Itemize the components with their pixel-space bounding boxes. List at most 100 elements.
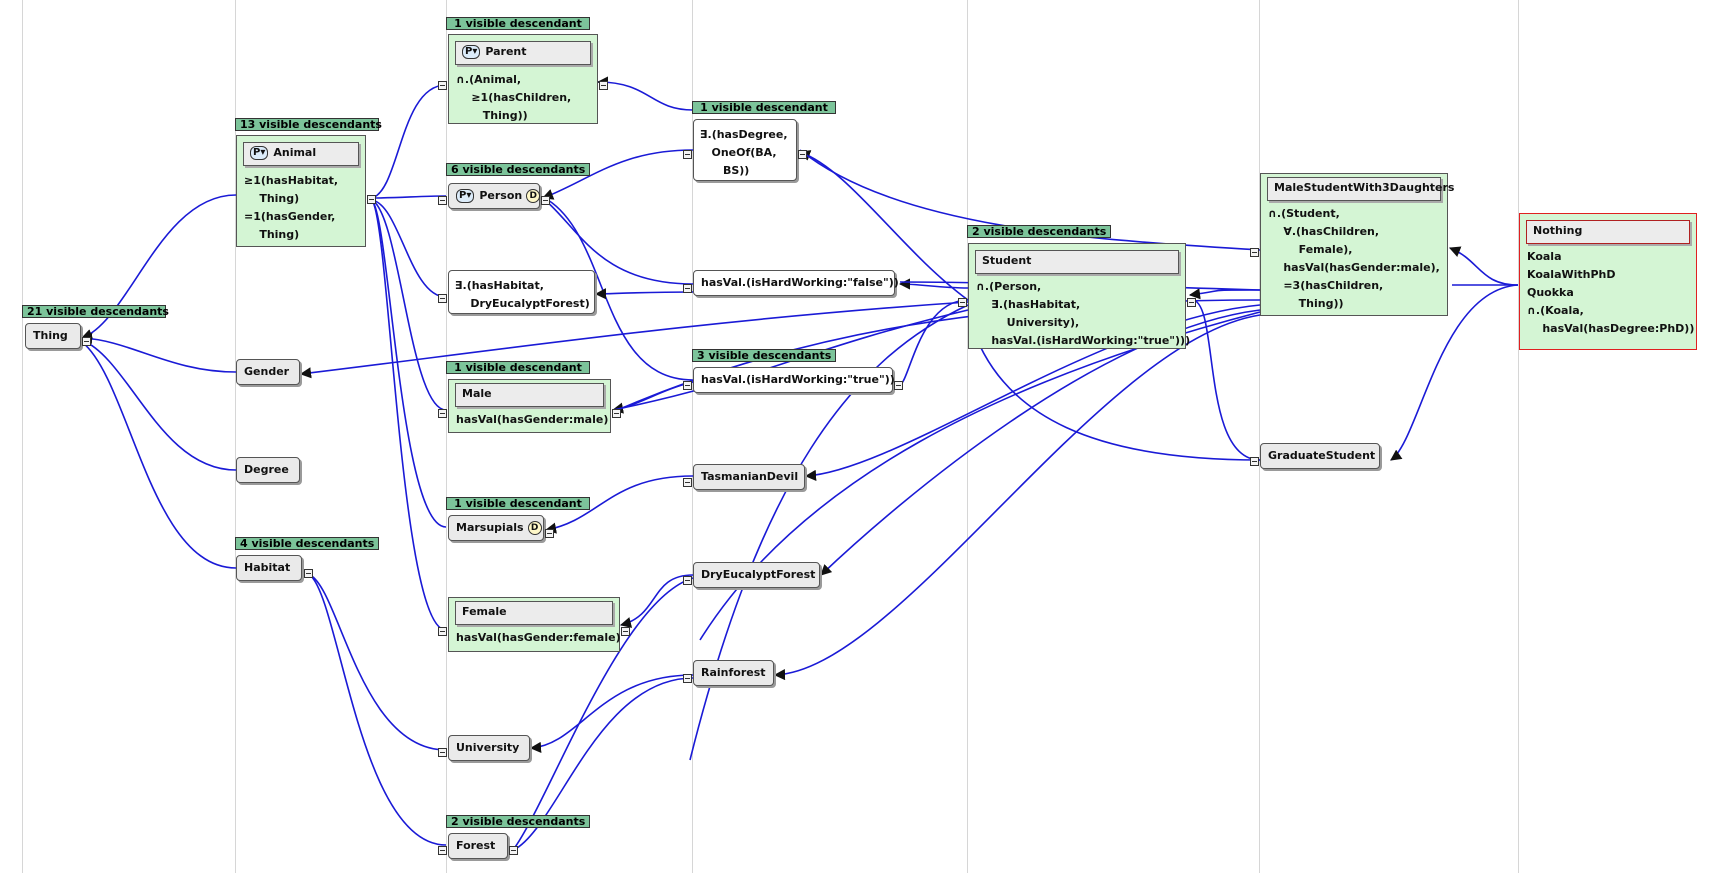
edge-student-university xyxy=(689,304,969,761)
expr-line: ∩.(Student, xyxy=(1268,207,1340,220)
node-male-student-with-3-daughters[interactable]: MaleStudentWith3Daughters ∩.(Student, ∀.… xyxy=(1260,173,1454,319)
collapse-toggle[interactable] xyxy=(438,409,447,418)
column-guide xyxy=(692,0,693,873)
collapse-toggle[interactable] xyxy=(798,150,807,159)
node-student[interactable]: Student ∩.(Person, ∃.(hasHabitat, Univer… xyxy=(968,243,1191,349)
descendants-badge: 4 visible descendants xyxy=(235,537,379,550)
expr-line: ∩.(Animal, xyxy=(456,73,522,86)
node-parent[interactable]: P▾Parent ∩.(Animal, ≥1(hasChildren, Thin… xyxy=(448,34,598,124)
expr-line: ∩.(Koala, xyxy=(1527,304,1584,317)
expr-line: hasVal(hasGender:female) xyxy=(456,631,621,644)
node-header: P▾Parent xyxy=(455,41,591,65)
expr-line: ∩.(Person, xyxy=(976,280,1042,293)
collapse-toggle[interactable] xyxy=(1250,248,1259,257)
node-hasval-false[interactable]: hasVal.(isHardWorking:"false")) xyxy=(693,270,899,296)
node-label: Person xyxy=(479,189,523,202)
collapse-toggle[interactable] xyxy=(612,409,621,418)
edge-hvfalse-person xyxy=(544,199,694,285)
node-tasmanian-devil[interactable]: TasmanianDevil xyxy=(693,464,805,490)
node-rainforest[interactable]: Rainforest xyxy=(693,660,774,686)
collapse-toggle[interactable] xyxy=(683,150,692,159)
edge-university-habitat xyxy=(309,574,447,751)
node-body: ∩.(Animal, ≥1(hasChildren, Thing)) xyxy=(449,69,597,131)
node-body: hasVal(hasGender:male) xyxy=(449,411,610,435)
expr-line: Thing)) xyxy=(456,109,528,122)
collapse-toggle[interactable] xyxy=(438,627,447,636)
node-hasval-true[interactable]: hasVal.(isHardWorking:"true")) xyxy=(693,367,895,393)
collapse-toggle[interactable] xyxy=(438,196,447,205)
node-female[interactable]: Female hasVal(hasGender:female) xyxy=(448,597,621,652)
collapse-toggle[interactable] xyxy=(621,627,630,636)
node-university[interactable]: University xyxy=(448,735,530,761)
edge-female-animal xyxy=(371,199,447,631)
collapse-toggle[interactable] xyxy=(958,298,967,307)
node-label: Parent xyxy=(485,45,527,58)
node-animal[interactable]: P▾Animal ≥1(hasHabitat, Thing) =1(hasGen… xyxy=(236,135,366,247)
edge-nothing-grad xyxy=(1390,284,1519,461)
node-forest[interactable]: Forest xyxy=(448,833,508,859)
collapse-toggle[interactable] xyxy=(438,294,447,303)
node-label: GraduateStudent xyxy=(1268,449,1376,462)
expr-line: =3(hasChildren, xyxy=(1268,279,1384,292)
node-header: Student xyxy=(975,250,1179,274)
collapse-toggle[interactable] xyxy=(438,748,447,757)
expr-line: ∃.(hasDegree, xyxy=(700,128,788,141)
node-degree[interactable]: Degree xyxy=(236,457,300,483)
collapse-toggle[interactable] xyxy=(545,529,554,538)
node-label: Degree xyxy=(244,463,289,476)
node-header: P▾Animal xyxy=(243,142,359,166)
expr-line: Koala xyxy=(1527,250,1562,263)
collapse-toggle[interactable] xyxy=(683,381,692,390)
node-male[interactable]: Male hasVal(hasGender:male) xyxy=(448,379,611,433)
node-body: ∩.(Student, ∀.(hasChildren, Female), has… xyxy=(1261,205,1447,319)
collapse-toggle[interactable] xyxy=(438,846,447,855)
node-label: MaleStudentWith3Daughters xyxy=(1274,181,1455,194)
edge-exdegree-person xyxy=(541,149,694,200)
node-gender[interactable]: Gender xyxy=(236,359,300,385)
collapse-toggle[interactable] xyxy=(599,81,608,90)
column-guide xyxy=(1518,0,1519,873)
node-exists-habitat-dry[interactable]: ∃.(hasHabitat, DryEucalyptForest) xyxy=(448,270,595,314)
edge-msw3d-dryeuc xyxy=(820,309,1261,576)
collapse-toggle[interactable] xyxy=(82,337,91,346)
expr-line: ∃.(hasHabitat, xyxy=(455,279,544,292)
node-label: Male xyxy=(462,387,492,400)
edge-person-animal xyxy=(371,195,447,199)
node-graduate-student[interactable]: GraduateStudent xyxy=(1260,443,1380,469)
expr-line: ∃.(hasHabitat, xyxy=(976,298,1081,311)
collapse-toggle[interactable] xyxy=(1187,298,1196,307)
expr-line: hasVal(hasGender:male), xyxy=(1268,261,1440,274)
node-nothing[interactable]: Nothing Koala KoalaWithPhD Quokka ∩.(Koa… xyxy=(1519,213,1697,350)
collapse-toggle[interactable] xyxy=(304,569,313,578)
collapse-toggle[interactable] xyxy=(894,381,903,390)
edge-msw3d-rainforest xyxy=(773,314,1261,681)
collapse-toggle[interactable] xyxy=(683,478,692,487)
collapse-toggle[interactable] xyxy=(683,576,692,585)
edge-rainforest-forest xyxy=(516,677,694,849)
node-habitat[interactable]: Habitat xyxy=(236,555,302,581)
expr-line: OneOf(BA, xyxy=(700,146,777,159)
edge-msw3d-tasmanian xyxy=(804,304,1261,481)
node-header: MaleStudentWith3Daughters xyxy=(1267,177,1454,201)
expr-line: KoalaWithPhD xyxy=(1527,268,1616,281)
edge-dryeuc-female xyxy=(619,574,694,628)
expr-line: hasVal.(isHardWorking:"true"))) xyxy=(976,334,1191,347)
node-exists-degree[interactable]: ∃.(hasDegree, OneOf(BA, BS)) xyxy=(693,119,797,181)
collapse-toggle[interactable] xyxy=(683,284,692,293)
edge-forest-habitat xyxy=(309,574,447,846)
collapse-toggle[interactable] xyxy=(509,846,518,855)
expr-line: =1(hasGender, xyxy=(244,210,336,223)
node-header: Male xyxy=(455,383,604,407)
node-dry-eucalypt-forest[interactable]: DryEucalyptForest xyxy=(693,562,820,588)
collapse-toggle[interactable] xyxy=(683,674,692,683)
collapse-toggle[interactable] xyxy=(541,196,550,205)
collapse-toggle[interactable] xyxy=(1250,457,1259,466)
node-thing[interactable]: Thing xyxy=(25,323,81,349)
edge-male-animal xyxy=(371,199,447,411)
collapse-toggle[interactable] xyxy=(438,81,447,90)
collapse-toggle[interactable] xyxy=(367,195,376,204)
